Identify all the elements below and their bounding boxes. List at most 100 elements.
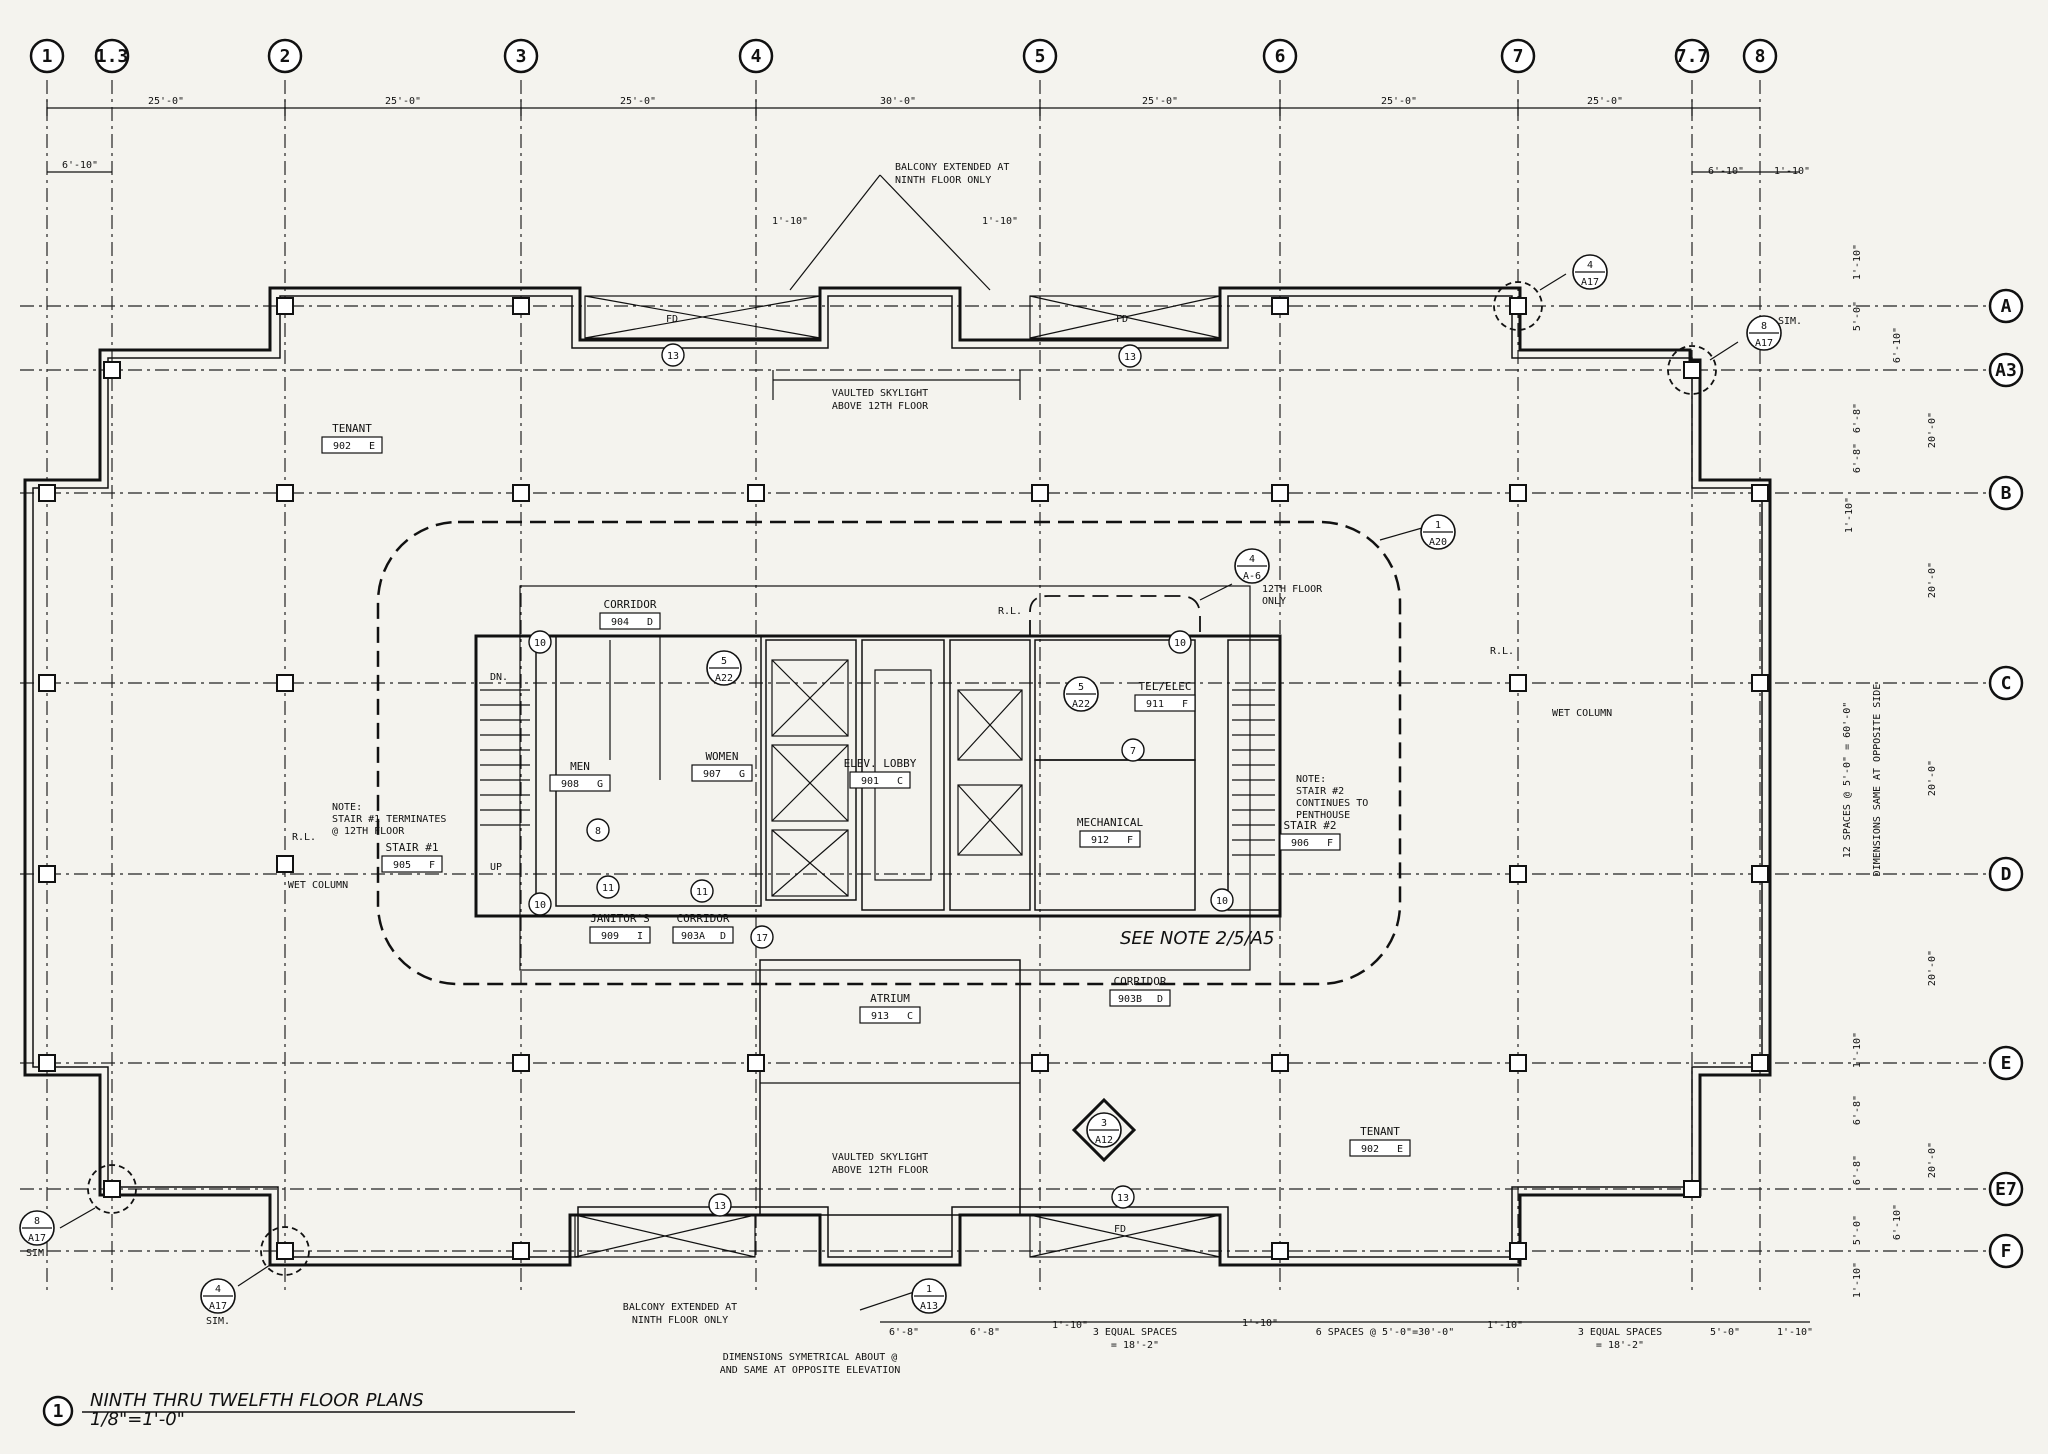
room-tag-box-4	[691, 764, 753, 782]
tag-7-10-circle	[1121, 738, 1145, 762]
bottom-dim-7: 1'-10"	[1487, 1320, 1523, 1331]
row-grid-b: B	[2001, 483, 2012, 504]
column-grid-3-circle	[503, 38, 539, 74]
tag-10-5-circle	[1168, 630, 1192, 654]
stair-2-note-line-2: CONTINUES TO	[1296, 798, 1368, 809]
stair-1-note-line-2: @ 12TH FLOOR	[332, 826, 405, 837]
column-grid-3: 3	[516, 46, 527, 67]
row-small-dim-4: 6'-8"	[1852, 443, 1863, 473]
twelfth-floor-only-line-1: ONLY	[1262, 596, 1286, 607]
column-grid-6: 6	[1275, 46, 1286, 67]
row-spacing-0: 20'-0"	[1927, 412, 1938, 448]
room-name-13: CORRIDOR	[1114, 975, 1167, 988]
room-tag-box-8	[589, 926, 651, 944]
tag-13-1: 13	[1124, 352, 1136, 363]
room-number-10: 905	[393, 860, 411, 871]
twelfth-floor-only-line-0: 12TH FLOOR	[1262, 584, 1323, 595]
column-grid-1-circle	[29, 38, 65, 74]
bottom-dim-1: 6'-8"	[970, 1327, 1000, 1338]
room-number-0: 902	[333, 441, 351, 452]
detail-ref-4-a6-number: 4	[1249, 554, 1255, 565]
tag-13-1-circle	[1118, 344, 1142, 368]
tag-13-2-circle	[708, 1193, 732, 1217]
detail-ref-3-a12-sheet: A12	[1095, 1135, 1113, 1146]
rl-label-left: R.L.	[292, 832, 316, 843]
detail-ref-5-a22-right-number: 5	[1078, 682, 1084, 693]
skylight-bottom-note-line-2: ABOVE 12TH FLOOR	[832, 1165, 929, 1176]
detail-ref-5-a22-left-number: 5	[721, 656, 727, 667]
stair-1-treads	[480, 689, 530, 826]
row-spacing-1: 20'-0"	[1927, 562, 1938, 598]
row-grid-c-circle	[1988, 665, 2024, 701]
stair-1-note-line-1: STAIR #1 TERMINATES	[332, 814, 446, 825]
sim-label-bottom-left: SIM.	[26, 1248, 50, 1259]
tag-11-9: 11	[696, 887, 708, 898]
room-name-5: ELEV. LOBBY	[844, 757, 917, 770]
row-grid-a: A	[2001, 296, 2012, 317]
row-small-dim-9: 5'-0"	[1852, 1215, 1863, 1245]
column-grid-1-3: 1.3	[96, 46, 129, 67]
row-grid-e7: E7	[1995, 1179, 2017, 1200]
row-small-dim-2: 6'-10"	[1892, 327, 1903, 363]
column-grid-8-circle	[1742, 38, 1778, 74]
row-small-dim-6: 1'-10"	[1852, 1032, 1863, 1068]
row-spacing-3: 20'-0"	[1927, 950, 1938, 986]
room-number-9: 903A	[681, 931, 705, 942]
tag-10-4: 10	[534, 638, 546, 649]
room-tag-box-13	[1109, 989, 1171, 1007]
bottom-dim-9: = 18'-2"	[1596, 1340, 1644, 1351]
detail-ref-5-a22-left-sheet: A22	[715, 673, 733, 684]
bottom-dim-8: 3 EQUAL SPACES	[1578, 1327, 1662, 1338]
drawing-title-number-circle	[42, 1395, 74, 1427]
bottom-dim-2: 1'-10"	[1052, 1320, 1088, 1331]
bottom-dim-11: 1'-10"	[1777, 1327, 1813, 1338]
row-grid-d-circle	[1988, 856, 2024, 892]
floor-drain-top-right: FD	[1116, 314, 1128, 325]
tag-11-8: 11	[602, 883, 614, 894]
row-grid-f: F	[2001, 1241, 2012, 1262]
offset-right-dim: 6'-10"	[1708, 166, 1744, 177]
detail-ref-5-a22-right-sheet: A22	[1072, 699, 1090, 710]
drawing-scale: 1/8"=1'-0"	[90, 1409, 185, 1430]
room-number-2: 904	[611, 617, 629, 628]
detail-ref-1-a20-sheet: A20	[1429, 537, 1447, 548]
row-grid-d: D	[2001, 864, 2012, 885]
leader-lines	[59, 174, 1739, 1311]
stair-2-note-line-0: NOTE:	[1296, 774, 1326, 785]
detail-callout-circles	[87, 281, 1717, 1276]
room-code-13: D	[1157, 994, 1163, 1005]
elevator-cars-right	[957, 689, 1023, 856]
room-code-12: C	[907, 1011, 913, 1022]
row-grid-e: E	[2001, 1053, 2012, 1074]
sim-label-bottom: SIM.	[206, 1316, 230, 1327]
room-code-0: E	[369, 441, 375, 452]
row-grid-c: C	[2001, 673, 2012, 694]
row-small-dim-11: 1'-10"	[1852, 1262, 1863, 1298]
room-code-2: D	[647, 617, 653, 628]
room-name-10: STAIR #1	[386, 841, 439, 854]
row-grid-b-circle	[1988, 475, 2024, 511]
top-dim-right: 1'-10"	[982, 216, 1018, 227]
room-code-6: F	[1182, 699, 1188, 710]
detail-ref-8-a17-top-number: 8	[1761, 321, 1767, 332]
detail-ref-3-a12-number: 3	[1101, 1118, 1107, 1129]
bottom-dim-0: 6'-8"	[889, 1327, 919, 1338]
row-spacing-2: 20'-0"	[1927, 760, 1938, 796]
stair-2-treads	[1232, 689, 1275, 856]
room-tag-box-6	[1134, 694, 1196, 712]
atrium-boundary	[376, 520, 1402, 986]
detail-ref-8-a17-bottom-sheet: A17	[28, 1233, 46, 1244]
room-number-8: 909	[601, 931, 619, 942]
room-code-1: E	[1397, 1144, 1403, 1155]
bottom-dim-3: 3 EQUAL SPACES	[1093, 1327, 1177, 1338]
column-grid-7-circle	[1500, 38, 1536, 74]
drawing-title-number: 1	[53, 1401, 64, 1422]
column-grid-7: 7	[1513, 46, 1524, 67]
skylight-top-note-line-1: VAULTED SKYLIGHT	[832, 388, 928, 399]
room-number-3: 908	[561, 779, 579, 790]
tag-8-11-circle	[586, 818, 610, 842]
room-name-12: ATRIUM	[870, 992, 910, 1005]
room-code-4: G	[739, 769, 745, 780]
room-number-5: 901	[861, 776, 879, 787]
